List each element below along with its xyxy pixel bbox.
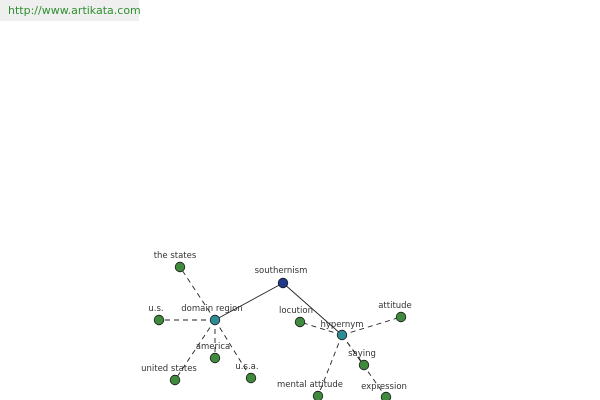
node-label-attitude[interactable]: attitude xyxy=(378,301,412,311)
node-america[interactable] xyxy=(209,352,221,364)
node-locution[interactable] xyxy=(294,316,306,328)
node-label-america[interactable]: america xyxy=(196,342,230,352)
node-united-states[interactable] xyxy=(169,374,181,386)
node-saying[interactable] xyxy=(358,359,370,371)
nodes-layer xyxy=(153,261,407,400)
node-southernism[interactable] xyxy=(277,277,289,289)
node-usa[interactable] xyxy=(245,372,257,384)
source-url-link[interactable]: http://www.artikata.com xyxy=(8,4,141,17)
node-label-mental-attitude[interactable]: mental attitude xyxy=(277,380,343,390)
node-label-expression[interactable]: expression xyxy=(361,382,407,392)
edge-hypernym-to-attitude xyxy=(341,316,402,336)
node-the-states[interactable] xyxy=(174,261,186,273)
node-label-domain-region[interactable]: domain region xyxy=(181,304,242,314)
node-mental-attitude[interactable] xyxy=(312,390,324,400)
node-us[interactable] xyxy=(153,314,165,326)
node-label-hypernym[interactable]: hypernym xyxy=(320,320,363,330)
edge-southernism-to-domain_region xyxy=(214,282,284,321)
node-hypernym[interactable] xyxy=(336,329,348,341)
node-label-saying[interactable]: saying xyxy=(348,349,376,359)
node-attitude[interactable] xyxy=(395,311,407,323)
node-label-locution[interactable]: locution xyxy=(279,306,313,316)
edge-domain_region-to-usa xyxy=(214,319,252,379)
node-label-the-states[interactable]: the states xyxy=(154,251,197,261)
labels-layer: southernism domain region hypernym the stat… xyxy=(141,251,412,392)
node-domain-region[interactable] xyxy=(209,314,221,326)
node-expression[interactable] xyxy=(380,391,392,400)
edge-domain_region-to-united_states xyxy=(174,319,216,381)
node-label-southernism[interactable]: southernism xyxy=(255,266,308,276)
edge-hypernym-to-mental_attitude xyxy=(317,334,343,397)
node-label-usa[interactable]: u.s.a. xyxy=(235,362,258,372)
edge-domain_region-to-the_states xyxy=(179,266,216,321)
source-url-bar: http://www.artikata.com xyxy=(0,0,141,21)
edges-layer xyxy=(159,266,402,398)
node-label-united-states[interactable]: united states xyxy=(141,364,197,374)
node-label-us[interactable]: u.s. xyxy=(148,304,163,314)
edge-southernism-to-hypernym xyxy=(282,282,343,336)
edge-hypernym-to-locution xyxy=(299,321,343,336)
